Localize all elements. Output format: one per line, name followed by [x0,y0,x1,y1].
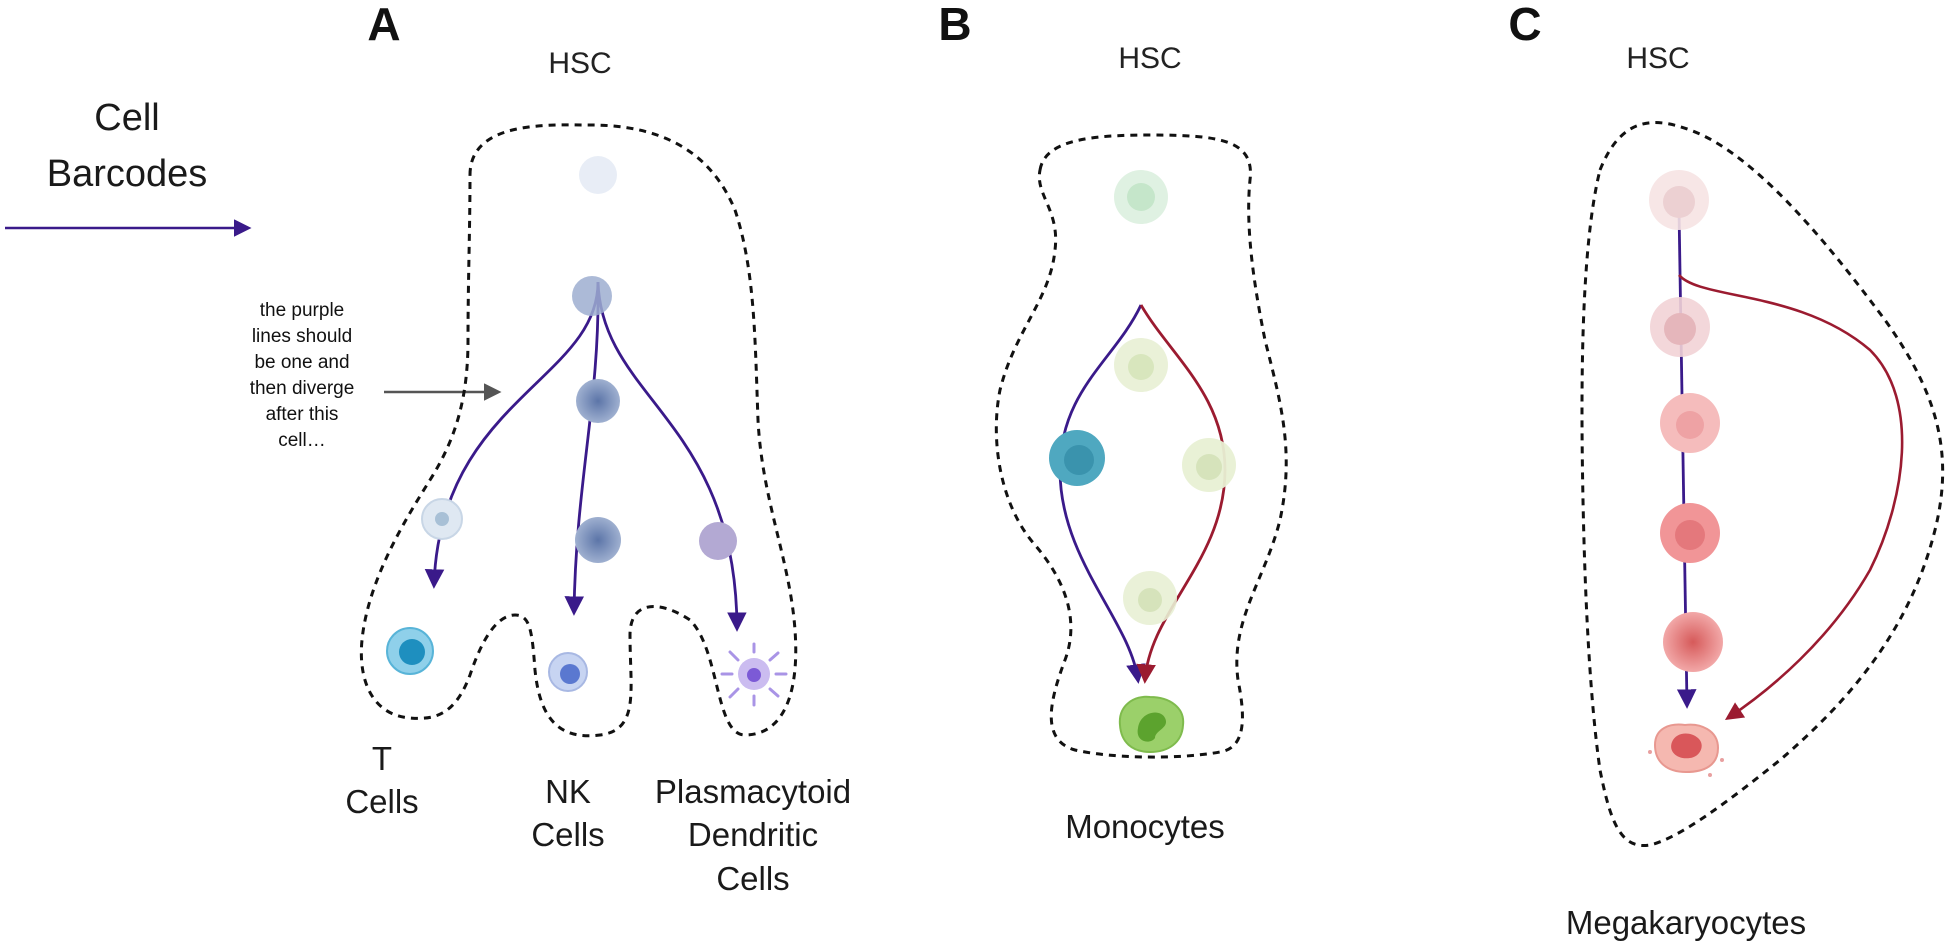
legend-label-line1: Cell [94,97,159,139]
panel-b-late-progenitor-nucleus [1138,588,1162,612]
note-line-3: be one and [254,352,349,373]
panel-a-output-pdc-line3: Cells [716,860,789,897]
panel-a-pdc-cell [720,642,788,707]
panel-c-progenitor-nucleus-2 [1676,411,1704,439]
panel-c-hsc-nucleus [1663,186,1695,218]
panel-c-progenitor-nucleus-3 [1675,520,1705,550]
panel-a-arrow-t-cells [424,281,600,589]
note-line-5: after this [266,404,339,425]
panel-a-progenitor-cell-2 [576,379,620,423]
panel-a-arrow-nk-cells [564,281,600,616]
panel-a-hsc-label: HSC [548,47,611,80]
panel-a-progenitor-cell-1 [572,276,612,316]
note-line-1: the purple [260,300,345,321]
cell-barcodes-legend: Cell Barcodes [5,97,252,237]
panel-b-right-intermediate-nucleus [1196,454,1222,480]
panel-b-output-label: Monocytes [1065,808,1225,845]
panel-a-output-pdc-line2: Dendritic [688,816,818,853]
panel-c-outline [1580,121,1945,848]
panel-c-hsc-label: HSC [1626,42,1689,75]
panel-a-nk-cell-nucleus [560,664,580,684]
panel-b-letter: B [938,0,971,50]
panel-b: B HSC Monocytes [938,0,1288,845]
panel-c-arrow-red [1678,274,1904,721]
panel-b-progenitor-nucleus-1 [1128,354,1154,380]
annotation-note: the purple lines should be one and then … [250,300,502,451]
legend-label-line2: Barcodes [47,153,208,195]
panel-a-outline [359,123,798,738]
panel-c-output-label: Megakaryocytes [1566,904,1806,941]
note-line-2: lines should [252,326,352,347]
panel-b-hsc-nucleus [1127,183,1155,211]
panel-b-left-intermediate-nucleus [1064,445,1094,475]
panel-a-pdc-precursor-cell [699,522,737,560]
panel-b-monocyte-cell [1118,695,1185,754]
panel-a-t-precursor-nucleus [435,512,449,526]
panel-b-outline [994,133,1288,759]
panel-a: A HSC T Cells NK Cells Plasmacytoid [345,0,851,897]
note-line-6: cell… [278,430,326,451]
panel-a-output-pdc-line1: Plasmacytoid [655,773,851,810]
panel-c-megakaryocyte-cell [1648,723,1724,777]
panel-c-progenitor-cell-4 [1663,612,1723,672]
panel-a-output-t-line2: Cells [345,783,418,820]
panel-a-letter: A [367,0,400,50]
panel-a-t-cell-nucleus [399,639,425,665]
panel-a-output-nk-line2: Cells [531,816,604,853]
panel-c-progenitor-nucleus-1 [1664,313,1696,345]
panel-a-output-nk-line1: NK [545,773,591,810]
panel-a-arrow-pdc [596,281,747,632]
panel-a-nk-precursor-cell [575,517,621,563]
note-line-4: then diverge [250,378,355,399]
panel-b-hsc-label: HSC [1118,42,1181,75]
panel-a-hsc-cell [579,156,617,194]
panel-a-output-t-line1: T [372,740,392,777]
panel-c-letter: C [1508,0,1541,50]
panel-c: C HSC Megakaryocytes [1508,0,1945,941]
